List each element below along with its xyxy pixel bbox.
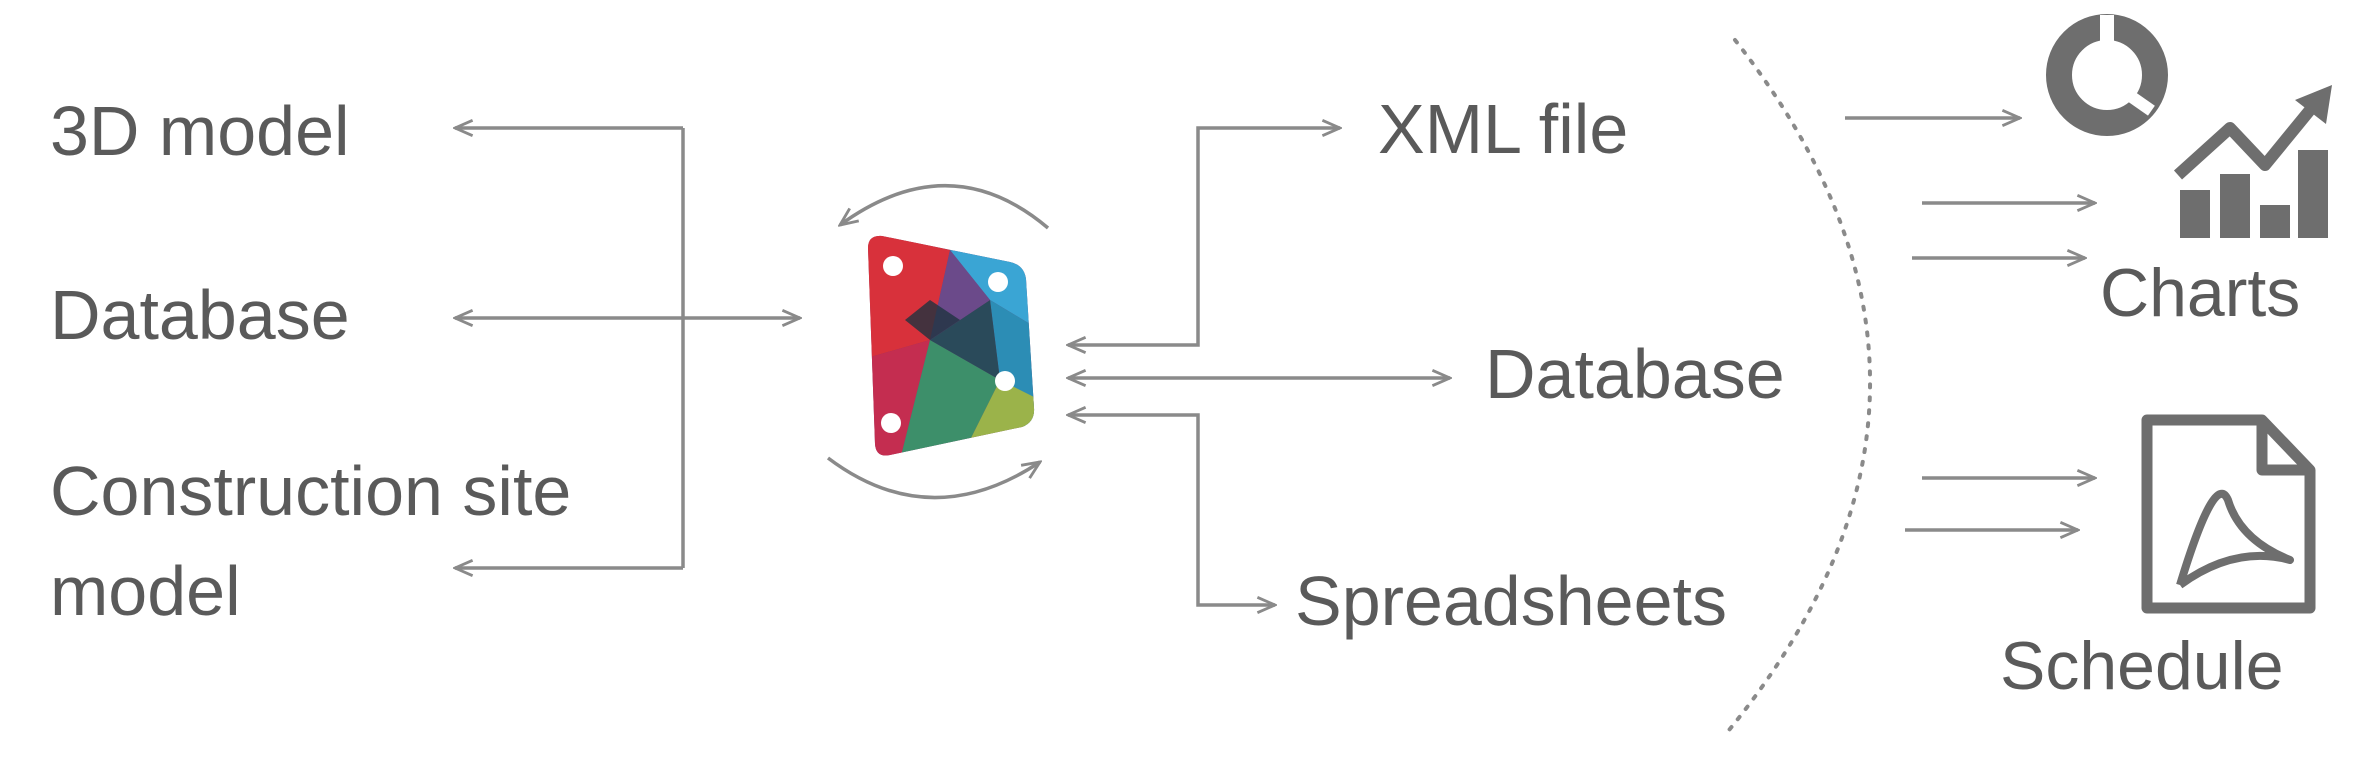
right-connectors (1068, 128, 1450, 605)
rotation-arcs (826, 184, 1050, 500)
output-spreadsheets-label: Spreadsheets (1295, 562, 1727, 640)
arc-top (840, 184, 1050, 230)
input-3d-model-label: 3D model (50, 92, 350, 170)
output-database-label: Database (1485, 335, 1785, 413)
result-arrows (1845, 118, 2095, 530)
output-xml-file-label: XML file (1378, 90, 1629, 168)
left-bracket-connector (455, 128, 800, 568)
result-schedule-label: Schedule (2000, 628, 2284, 704)
arc-bottom (826, 456, 1040, 500)
input-construction-label-line1: Construction site (50, 452, 572, 530)
input-database-label: Database (50, 276, 350, 354)
arrow-xml-file (1068, 128, 1340, 345)
donut-chart-icon (2046, 14, 2168, 136)
dotted-separator (1723, 38, 1873, 737)
dynamo-logo-icon (868, 235, 1035, 456)
arrow-spreadsheets (1068, 415, 1275, 605)
input-construction-label-line2: model (50, 552, 241, 630)
pdf-document-icon (2141, 414, 2316, 614)
result-charts-label: Charts (2100, 255, 2301, 331)
bar-chart-icon (2173, 85, 2332, 238)
chart-icon (2046, 14, 2332, 238)
